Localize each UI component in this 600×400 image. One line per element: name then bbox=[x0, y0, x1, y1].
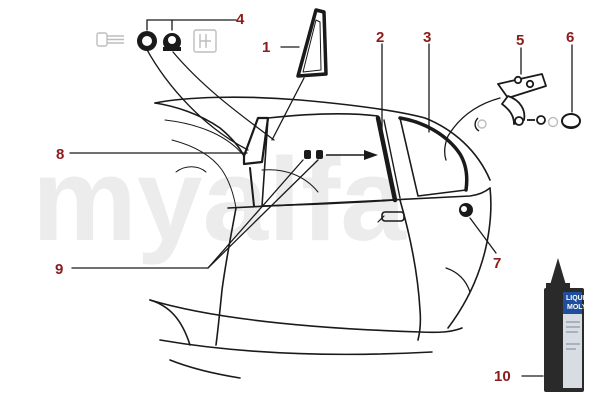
fastener-clips-row bbox=[96, 29, 217, 53]
drain-grommet bbox=[459, 203, 473, 217]
rear-quarter-panel bbox=[447, 187, 492, 329]
car-body-outline bbox=[149, 96, 492, 379]
tube-label-lines bbox=[566, 321, 580, 350]
brand-text-line1: LIQUI bbox=[566, 295, 585, 302]
callout-4: 4 bbox=[236, 11, 245, 28]
sealant-tube: LIQUI MOLY bbox=[544, 258, 587, 392]
sill-lower bbox=[159, 339, 433, 356]
leader-clip-to-pillar bbox=[145, 47, 249, 151]
belt-line bbox=[227, 187, 491, 209]
door-clips-on-window bbox=[304, 150, 323, 159]
tube-nozzle bbox=[550, 258, 566, 285]
leader-hinge-to-window bbox=[444, 97, 501, 161]
tube-collar bbox=[546, 283, 570, 289]
round-clip-icon bbox=[137, 31, 157, 51]
tube-brand-band bbox=[563, 292, 582, 314]
door-rear-edge bbox=[399, 199, 422, 341]
windshield-frame bbox=[154, 102, 245, 157]
rear-quarter-seal-part bbox=[398, 116, 469, 192]
watermark-text: myalfa bbox=[32, 134, 407, 266]
callout-8: 8 bbox=[56, 146, 64, 163]
door-frame-seal-part bbox=[375, 115, 398, 203]
callout-2: 2 bbox=[376, 29, 384, 46]
door-frame-seal-inner bbox=[383, 119, 401, 199]
door-front-edge bbox=[215, 207, 237, 346]
steering-wheel bbox=[175, 166, 207, 173]
brand-text-line2: MOLY bbox=[567, 304, 587, 311]
cap-clip-icon bbox=[163, 33, 181, 51]
door-lock bbox=[377, 215, 385, 223]
quarter-vent-seal-inner bbox=[302, 19, 322, 73]
callout-10: 10 bbox=[494, 368, 511, 385]
leader-7 bbox=[469, 217, 497, 254]
vent-rod bbox=[249, 167, 255, 207]
push-clip-icon bbox=[193, 29, 217, 53]
seat-line bbox=[261, 169, 319, 193]
leader-clip-to-vent bbox=[172, 51, 275, 141]
tube-label bbox=[563, 292, 582, 388]
callout-7: 7 bbox=[493, 255, 501, 272]
callout-labels: 4 1 2 3 5 6 8 9 7 10 bbox=[55, 11, 574, 385]
sill-upper bbox=[149, 299, 463, 334]
leader-4 bbox=[146, 19, 237, 31]
roof-line bbox=[154, 96, 491, 181]
hinge-bracket bbox=[497, 73, 547, 126]
windshield-inner bbox=[164, 119, 245, 157]
grommet-hole bbox=[461, 206, 467, 212]
leader-9b bbox=[207, 159, 319, 269]
screw-icon bbox=[96, 32, 124, 47]
arrow-to-door-frame bbox=[326, 150, 378, 160]
door-handle bbox=[381, 211, 405, 222]
highlighted-seals bbox=[242, 8, 469, 207]
callout-6: 6 bbox=[566, 29, 574, 46]
front-fender-edge bbox=[149, 299, 191, 346]
callout-3: 3 bbox=[423, 29, 431, 46]
quarter-vent-seal-part bbox=[296, 8, 328, 78]
leader-vent-to-pillar bbox=[271, 77, 305, 141]
rubber-cap bbox=[561, 113, 581, 129]
callout-1: 1 bbox=[262, 39, 270, 56]
callout-5: 5 bbox=[516, 32, 524, 49]
rear-wheel-arch bbox=[445, 267, 471, 293]
callout-9: 9 bbox=[55, 261, 63, 278]
leader-lines bbox=[69, 19, 573, 377]
door-clip-2 bbox=[316, 150, 323, 159]
vent-pillar-seal-part bbox=[242, 116, 270, 166]
washer-icon bbox=[474, 117, 487, 132]
door-clip-1 bbox=[304, 150, 311, 159]
dashboard-line bbox=[171, 139, 237, 209]
washer-small-icon bbox=[547, 116, 559, 128]
front-fender-lower bbox=[169, 359, 241, 379]
